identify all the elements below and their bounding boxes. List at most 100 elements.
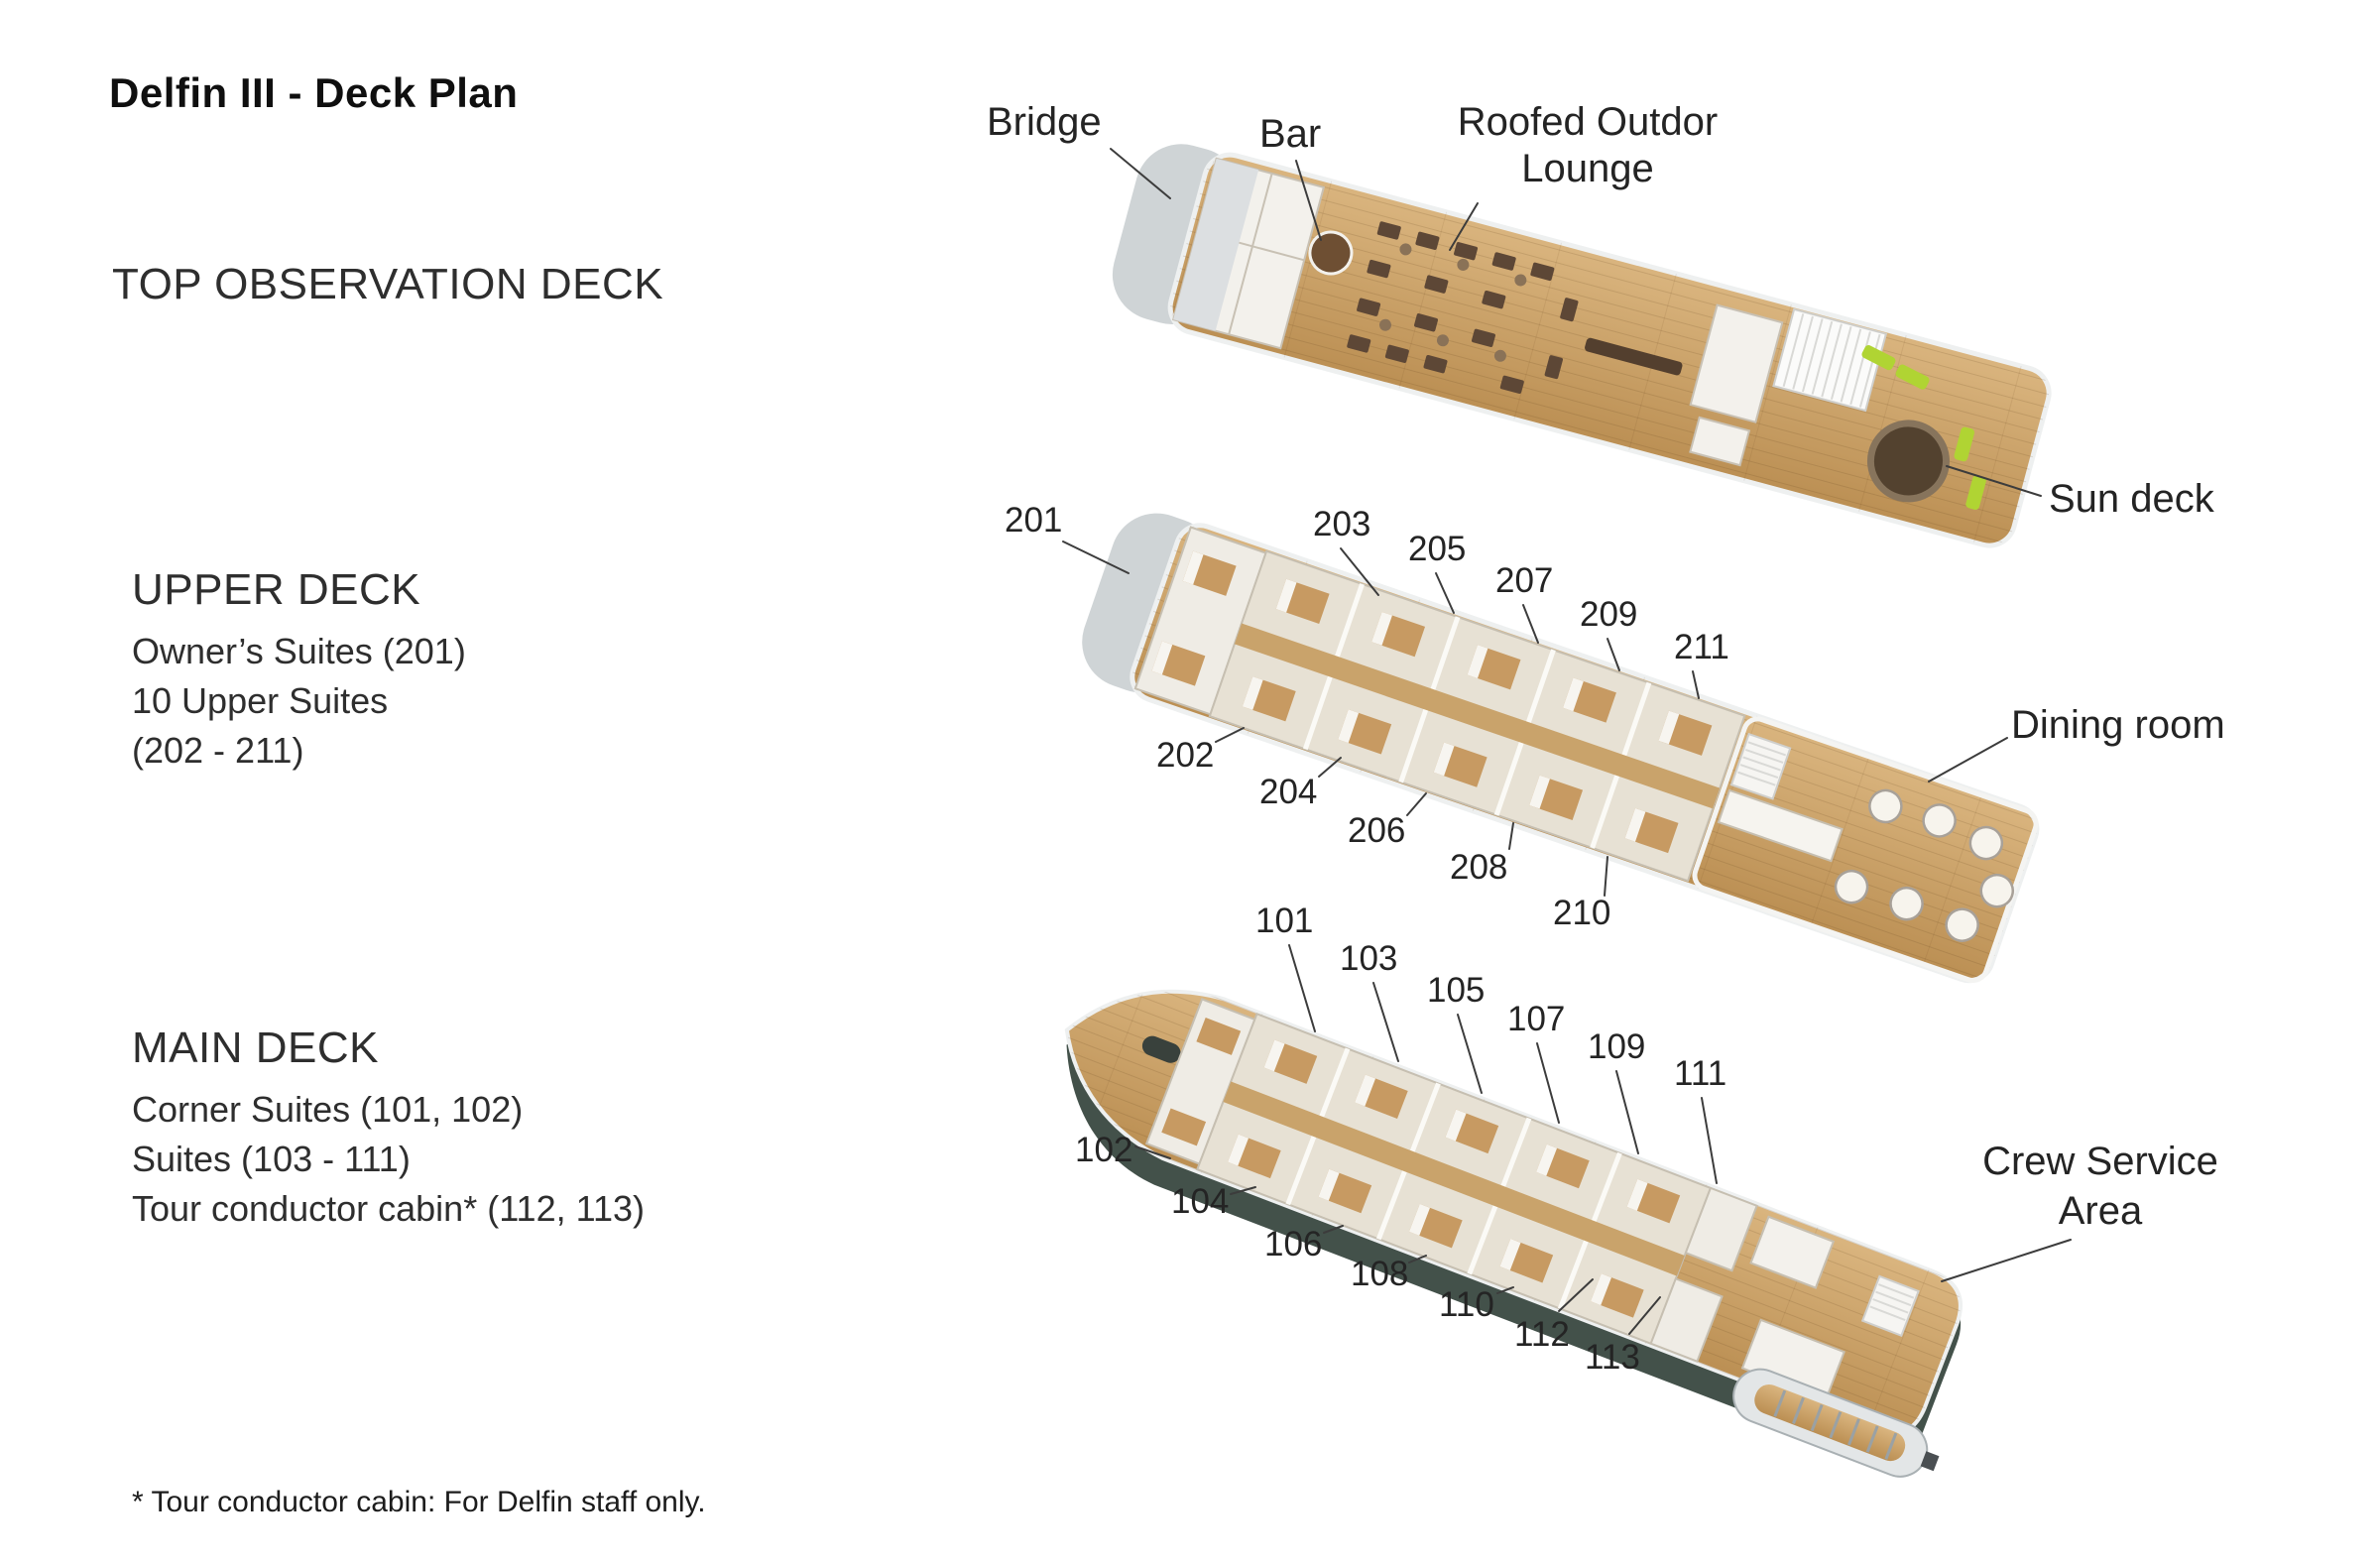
upper-deck-heading: UPPER DECK xyxy=(132,565,421,614)
outboard-motor xyxy=(1920,1451,1940,1472)
leader-110 xyxy=(1496,1286,1514,1294)
cabin-label-109: 109 xyxy=(1588,1027,1646,1066)
tour-conductor-cabins xyxy=(1649,1186,1758,1363)
cabin-label-104: 104 xyxy=(1171,1182,1230,1221)
cabin-label-206: 206 xyxy=(1348,811,1406,850)
cabin-label-202: 202 xyxy=(1156,736,1215,775)
slatted-roof xyxy=(1772,307,1888,413)
leader-204 xyxy=(1318,757,1342,778)
upper-deck-illustration xyxy=(1079,510,2040,984)
callout-sun-deck: Sun deck xyxy=(2049,477,2214,521)
leader-102 xyxy=(1134,1145,1171,1159)
top-deck-illustration xyxy=(1109,141,2052,548)
sun-loungers xyxy=(1861,345,1986,510)
cabin-label-210: 210 xyxy=(1553,894,1611,932)
crew-service-structures xyxy=(1740,1215,1920,1401)
stair-hatch xyxy=(1689,416,1751,467)
leader-203 xyxy=(1340,547,1379,596)
cabin-label-103: 103 xyxy=(1340,939,1398,978)
callout-roofed-lounge: Roofed Outdor Lounge xyxy=(1457,100,1719,190)
leader-107 xyxy=(1536,1042,1560,1124)
main-cabin-block xyxy=(1195,1013,1713,1346)
cabin-label-112: 112 xyxy=(1514,1315,1570,1354)
main-deck-heading: MAIN DECK xyxy=(132,1023,379,1072)
lounge-furniture xyxy=(1347,221,1579,395)
cabin-label-102: 102 xyxy=(1075,1131,1133,1169)
sun-deck-circle xyxy=(1866,420,1950,503)
cabin-label-113: 113 xyxy=(1585,1338,1640,1377)
cabin-label-201: 201 xyxy=(1005,501,1063,540)
cabin-label-205: 205 xyxy=(1408,530,1467,568)
center-bench xyxy=(1585,337,1683,376)
leader-105 xyxy=(1457,1014,1483,1094)
cabin-label-207: 207 xyxy=(1495,561,1554,600)
leader-209 xyxy=(1606,638,1620,671)
leader-lines xyxy=(1062,148,2072,1335)
corridor xyxy=(1234,623,1721,809)
leader-bar xyxy=(1295,160,1322,241)
upper-desc-line-1: Owner’s Suites (201) xyxy=(132,631,466,671)
main-desc-line-1: Corner Suites (101, 102) xyxy=(132,1089,524,1130)
leader-108 xyxy=(1408,1255,1427,1264)
leader-112 xyxy=(1558,1278,1594,1312)
skiff-boat xyxy=(1732,1368,1940,1478)
bar-counter xyxy=(1308,230,1354,276)
leader-bridge xyxy=(1110,148,1171,199)
leader-lounge xyxy=(1449,202,1479,251)
callout-bar: Bar xyxy=(1259,112,1322,156)
upper-desc-line-2: 10 Upper Suites xyxy=(132,680,389,721)
leader-207 xyxy=(1522,604,1539,644)
cabin-label-203: 203 xyxy=(1313,505,1371,543)
leader-113 xyxy=(1628,1296,1661,1335)
leader-sun-deck xyxy=(1946,465,2042,497)
leader-101 xyxy=(1288,944,1316,1032)
cabin-label-105: 105 xyxy=(1427,971,1486,1010)
top-deck-heading: TOP OBSERVATION DECK xyxy=(112,260,664,308)
leader-crew xyxy=(1941,1239,2072,1282)
leader-210 xyxy=(1604,856,1608,897)
leader-205 xyxy=(1435,572,1455,614)
cabin-label-111: 111 xyxy=(1674,1054,1727,1093)
leader-201 xyxy=(1062,541,1130,574)
callout-bridge: Bridge xyxy=(987,100,1102,144)
cabin-label-110: 110 xyxy=(1439,1285,1494,1324)
cabin-label-211: 211 xyxy=(1674,628,1729,666)
upper-cabin-block xyxy=(1208,549,1746,883)
callout-dining-room: Dining room xyxy=(2011,703,2225,747)
leader-202 xyxy=(1215,727,1245,743)
cabin-label-209: 209 xyxy=(1580,595,1638,634)
deckhouse xyxy=(1689,303,1784,423)
main-desc-line-3: Tour conductor cabin* (112, 113) xyxy=(132,1188,645,1229)
corner-suites xyxy=(1144,998,1256,1165)
cabin-label-107: 107 xyxy=(1507,1000,1566,1038)
upper-deck-description: Owner’s Suites (201) 10 Upper Suites (20… xyxy=(132,627,466,776)
main-deck-description: Corner Suites (101, 102) Suites (103 - 1… xyxy=(132,1085,645,1234)
leader-dining xyxy=(1928,737,2008,782)
bow-dinghy xyxy=(1141,1035,1181,1063)
leader-211 xyxy=(1692,670,1700,699)
leader-208 xyxy=(1508,822,1514,850)
buffet-counter xyxy=(1717,788,1844,863)
footnote: * Tour conductor cabin: For Delfin staff… xyxy=(132,1486,706,1518)
leader-206 xyxy=(1406,792,1427,816)
main-desc-line-2: Suites (103 - 111) xyxy=(132,1139,411,1179)
leader-109 xyxy=(1615,1070,1639,1154)
leader-106 xyxy=(1323,1225,1344,1234)
bridge-structure xyxy=(1171,157,1326,350)
page-title: Delfin III - Deck Plan xyxy=(109,69,519,116)
cabin-label-108: 108 xyxy=(1351,1255,1409,1293)
leader-103 xyxy=(1372,982,1399,1062)
leader-111 xyxy=(1701,1097,1718,1184)
upper-stairs xyxy=(1729,732,1792,800)
cabin-label-204: 204 xyxy=(1259,773,1318,811)
cabin-label-101: 101 xyxy=(1255,902,1314,940)
main-corridor xyxy=(1223,1081,1685,1276)
dining-room xyxy=(1692,716,2039,983)
lounge-tables xyxy=(1379,243,1527,362)
leader-104 xyxy=(1230,1186,1256,1195)
main-deck-illustration xyxy=(1064,989,1963,1462)
upper-desc-line-3: (202 - 211) xyxy=(132,730,304,771)
callout-crew-service-area: Crew Service Area xyxy=(1982,1140,2218,1233)
